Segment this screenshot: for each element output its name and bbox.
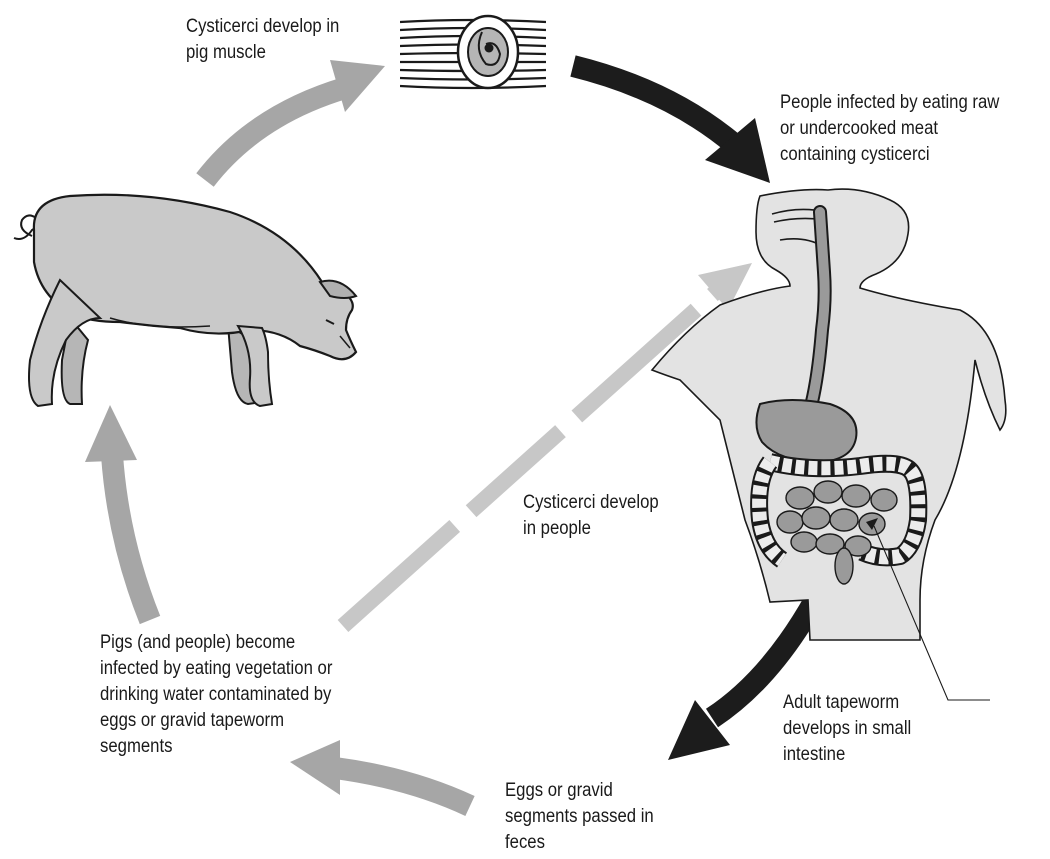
- arrow-muscle-to-human: [573, 66, 770, 183]
- label-line: containing cysticerci: [780, 142, 999, 168]
- label-line: Cysticerci develop: [523, 490, 659, 516]
- arrow-dashed-to-human: [343, 263, 752, 626]
- label-line: segments: [100, 734, 332, 760]
- label-cysticerci-pig-muscle: Cysticerci develop in pig muscle: [186, 14, 339, 66]
- label-line: Eggs or gravid: [505, 778, 654, 804]
- label-line: Pigs (and people) become: [100, 630, 332, 656]
- label-line: infected by eating vegetation or: [100, 656, 332, 682]
- arrow-ingestion-to-pig: [85, 405, 150, 620]
- arrow-pig-to-muscle: [205, 60, 385, 180]
- label-line: develops in small: [783, 716, 911, 742]
- label-pigs-infected: Pigs (and people) become infected by eat…: [100, 630, 332, 760]
- label-line: intestine: [783, 742, 911, 768]
- label-line: People infected by eating raw: [780, 90, 999, 116]
- label-cysticerci-in-people: Cysticerci develop in people: [523, 490, 659, 542]
- label-eggs-passed: Eggs or gravid segments passed in feces: [505, 778, 654, 856]
- label-line: segments passed in: [505, 804, 654, 830]
- label-line: or undercooked meat: [780, 116, 999, 142]
- label-adult-tapeworm: Adult tapeworm develops in small intesti…: [783, 690, 911, 768]
- label-line: Adult tapeworm: [783, 690, 911, 716]
- human-torso-illustration: [652, 189, 1006, 640]
- pig-illustration: [14, 195, 356, 406]
- pig-muscle-cyst-illustration: [400, 16, 546, 88]
- label-line: feces: [505, 830, 654, 856]
- label-line: pig muscle: [186, 40, 339, 66]
- label-people-infected: People infected by eating raw or underco…: [780, 90, 999, 168]
- label-line: Cysticerci develop in: [186, 14, 339, 40]
- label-line: eggs or gravid tapeworm: [100, 708, 332, 734]
- label-line: drinking water contaminated by: [100, 682, 332, 708]
- label-line: in people: [523, 516, 659, 542]
